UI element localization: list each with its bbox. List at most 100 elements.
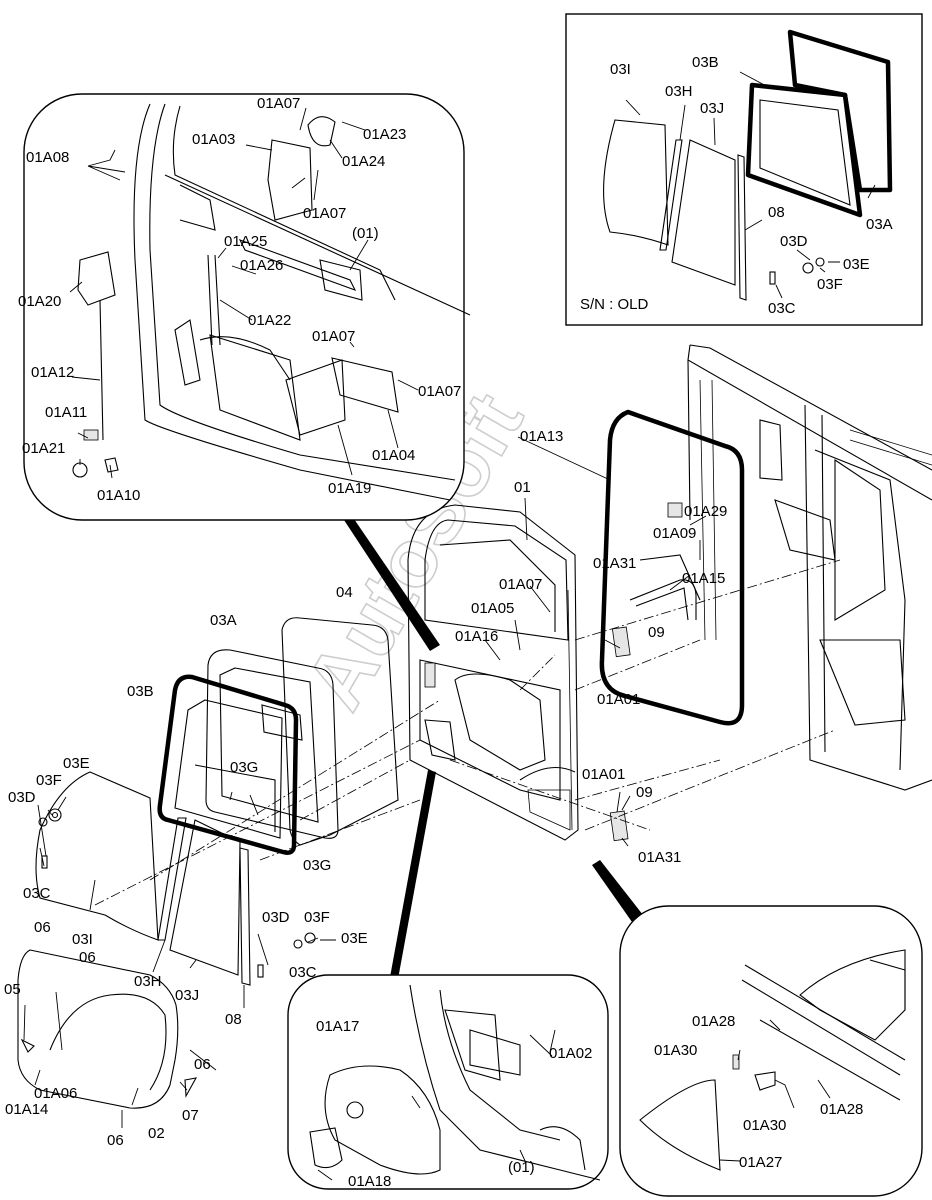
label-03G: 03G <box>230 759 258 776</box>
panel-02 <box>17 949 179 1109</box>
label-03F: 03F <box>817 276 843 293</box>
label-03J: 03J <box>700 100 724 117</box>
label-06: 06 <box>34 919 51 936</box>
glass-03I <box>35 771 159 941</box>
inset-old-window <box>565 13 923 326</box>
label-01A20: 01A20 <box>18 293 61 310</box>
door-seal <box>599 409 745 726</box>
label-03F: 03F <box>304 909 330 926</box>
label-06: 06 <box>79 949 96 966</box>
seal-03A <box>205 649 339 839</box>
label-03E: 03E <box>341 930 368 947</box>
plate-01A04 <box>331 357 399 413</box>
bracket-01A03 <box>267 139 313 221</box>
channel-08 <box>239 847 251 986</box>
label-06: 06 <box>194 1056 211 1073</box>
seal-03B-old <box>745 82 863 218</box>
label-03D: 03D <box>8 789 36 806</box>
label-01A05: 01A05 <box>471 600 514 617</box>
label-01A03: 01A03 <box>192 131 235 148</box>
label-01A19: 01A19 <box>328 480 371 497</box>
label-01A04: 01A04 <box>372 447 415 464</box>
label-03C: 03C <box>768 300 796 317</box>
part-labels: 01A07 01A03 01A23 01A24 01A08 01A07 (01)… <box>4 54 893 1190</box>
hinge-plate <box>611 626 631 658</box>
label-03H: 03H <box>134 973 162 990</box>
label-01A23: 01A23 <box>363 126 406 143</box>
label-01A12: 01A12 <box>31 364 74 381</box>
label-03B: 03B <box>127 683 154 700</box>
inset-door-handle <box>287 974 609 1190</box>
label-01A15: 01A15 <box>682 570 725 587</box>
label-03J: 03J <box>175 987 199 1004</box>
label-01A09: 01A09 <box>653 525 696 542</box>
label-01A30: 01A30 <box>654 1042 697 1059</box>
label-01A31: 01A31 <box>593 555 636 572</box>
label-09: 09 <box>648 624 665 641</box>
label-09: 09 <box>636 784 653 801</box>
clip-parts <box>38 808 316 978</box>
label-03D: 03D <box>262 909 290 926</box>
label-01A26: 01A26 <box>240 257 283 274</box>
label-01A02: 01A02 <box>549 1045 592 1062</box>
label-01A16: 01A16 <box>455 628 498 645</box>
label-01A22: 01A22 <box>248 312 291 329</box>
label-01A25: 01A25 <box>224 233 267 250</box>
old-serial-note: S/N : OLD <box>580 296 649 313</box>
label-03I: 03I <box>610 61 631 78</box>
label-03B: 03B <box>692 54 719 71</box>
label-01A07: 01A07 <box>418 383 461 400</box>
label-01A07: 01A07 <box>499 576 542 593</box>
door-panel <box>407 504 579 841</box>
cover-01A18 <box>309 1127 343 1169</box>
label-07: 07 <box>182 1107 199 1124</box>
rod-01A12 <box>99 299 104 441</box>
glass-03J-old <box>671 139 736 286</box>
label-01-sub: (01) <box>352 225 379 242</box>
label-01A07: 01A07 <box>303 205 346 222</box>
label-01A31: 01A31 <box>638 849 681 866</box>
strip-03H <box>157 817 187 941</box>
label-06: 06 <box>107 1132 124 1149</box>
label-01A24: 01A24 <box>342 153 385 170</box>
grab-handle <box>629 579 697 621</box>
label-01A21: 01A21 <box>22 440 65 457</box>
label-04: 04 <box>336 584 353 601</box>
label-03H: 03H <box>665 83 693 100</box>
handle-01A17 <box>324 1065 441 1175</box>
inset-door-step <box>619 905 923 1197</box>
label-01A18: 01A18 <box>348 1173 391 1190</box>
leader-lines <box>23 71 876 1181</box>
label-01A10: 01A10 <box>97 487 140 504</box>
label-01A14: 01A14 <box>5 1101 48 1118</box>
label-01A01: 01A01 <box>597 691 640 708</box>
alignment-lines <box>94 559 841 906</box>
label-01A30: 01A30 <box>743 1117 786 1134</box>
label-01A11: 01A11 <box>45 404 87 421</box>
label-01A06: 01A06 <box>34 1085 77 1102</box>
label-01: 01 <box>514 479 531 496</box>
cover-01A27 <box>639 1079 721 1171</box>
label-01A07: 01A07 <box>312 328 355 345</box>
label-03A: 03A <box>866 216 893 233</box>
label-03F: 03F <box>36 772 62 789</box>
label-01A17: 01A17 <box>316 1018 359 1035</box>
inset-door-interior <box>23 93 471 521</box>
label-08: 08 <box>768 204 785 221</box>
channel-08-old <box>737 154 747 301</box>
label-03C: 03C <box>289 964 317 981</box>
label-01A13: 01A13 <box>520 428 563 445</box>
label-03G: 03G <box>303 857 331 874</box>
label-01A07: 01A07 <box>257 95 300 112</box>
seal-03A-old <box>787 29 893 193</box>
label-01A01: 01A01 <box>582 766 625 783</box>
label-03E: 03E <box>63 755 90 772</box>
label-03A: 03A <box>210 612 237 629</box>
cover-01A19 <box>285 359 346 436</box>
callout-pointer-bottom <box>388 770 436 990</box>
label-01A08: 01A08 <box>26 149 69 166</box>
label-03E: 03E <box>843 256 870 273</box>
callout-pointer-top-left <box>344 516 440 651</box>
seal-03B <box>157 674 299 855</box>
